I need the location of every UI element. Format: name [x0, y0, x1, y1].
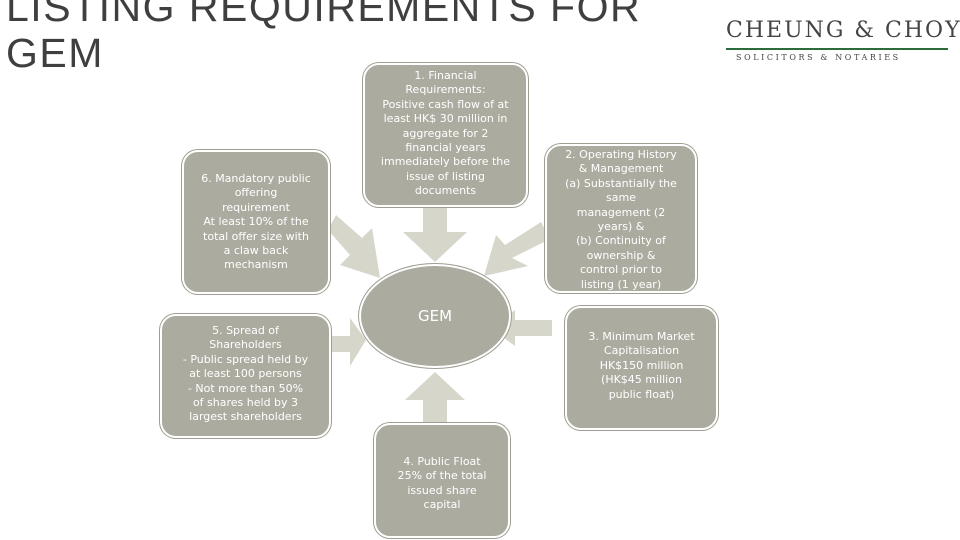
- box-line: (HK$45 million: [601, 373, 682, 387]
- cheung-choy-logo: CHEUNG & CHOY SOLICITORS & NOTARIES: [722, 18, 960, 68]
- box-line: least HK$ 30 million in: [383, 112, 508, 126]
- requirement-box-financial: 1. Financial Requirements: Positive cash…: [363, 63, 528, 207]
- box-line: largest shareholders: [189, 410, 302, 424]
- box-line: 2. Operating History: [565, 148, 677, 161]
- box-line: capital: [423, 498, 461, 512]
- box-line: (a) Substantially the: [565, 176, 677, 190]
- box-line: ownership &: [586, 248, 656, 262]
- box-line: offering: [234, 186, 278, 200]
- box-line: control prior to: [580, 263, 662, 277]
- box-line: Requirements:: [405, 83, 486, 97]
- requirement-box-public-float: 4. Public Float 25% of the total issued …: [374, 423, 510, 538]
- slide-title-line-2: GEM: [6, 30, 104, 76]
- box-line: 4. Public Float: [403, 455, 481, 468]
- box-line: mechanism: [224, 258, 288, 272]
- logo-name: CHEUNG & CHOY: [726, 18, 960, 43]
- box-line: management (2: [576, 205, 666, 219]
- box-line: 1. Financial: [414, 69, 477, 82]
- box-line: documents: [414, 184, 477, 198]
- box-line: - Not more than 50%: [187, 381, 304, 395]
- box-line: years) &: [597, 220, 645, 234]
- box-line: At least 10% of the: [203, 215, 309, 229]
- requirement-box-operating-history: 2. Operating History & Management (a) Su…: [545, 144, 697, 293]
- box-line: requirement: [222, 200, 290, 214]
- box-line: public float): [608, 387, 675, 401]
- box-line: listing (1 year): [580, 277, 662, 291]
- requirement-box-mandatory-offering: 6. Mandatory public offering requirement…: [182, 150, 330, 294]
- arrow-from-operating: [484, 222, 550, 276]
- box-line: 5. Spread of: [212, 324, 279, 337]
- box-line: of shares held by 3: [192, 396, 299, 410]
- hub-gem: GEM: [359, 264, 511, 368]
- box-line: issue of listing: [405, 169, 486, 183]
- box-line: total offer size with: [203, 229, 309, 243]
- box-line: 6. Mandatory public: [201, 172, 311, 185]
- box-line: financial years: [405, 141, 486, 155]
- box-line: 25% of the total: [397, 469, 487, 483]
- box-line: aggregate for 2: [402, 126, 489, 140]
- arrow-from-mandatory-offer: [328, 215, 380, 278]
- slide-title: LISTING REQUIREMENTS FOR GEM: [6, 0, 706, 76]
- box-line: Shareholders: [209, 338, 282, 352]
- box-line: - Public spread held by: [182, 352, 309, 366]
- requirement-box-spread-of-shareholders: 5. Spread of Shareholders - Public sprea…: [160, 314, 331, 438]
- box-line: 3. Minimum Market: [588, 330, 695, 343]
- box-line: Capitalisation: [603, 344, 680, 358]
- box-line: at least 100 persons: [189, 367, 302, 381]
- logo-subtitle: SOLICITORS & NOTARIES: [736, 53, 901, 62]
- slide-title-line-1: LISTING REQUIREMENTS FOR: [6, 0, 642, 30]
- logo-rule: [726, 48, 948, 50]
- requirement-box-market-cap: 3. Minimum Market Capitalisation HK$150 …: [565, 306, 718, 430]
- arrow-from-spread: [330, 318, 366, 366]
- box-line: a claw back: [223, 244, 289, 258]
- box-line: issued share: [407, 483, 477, 497]
- box-line: same: [606, 191, 636, 205]
- box-line: immediately before the: [380, 155, 511, 169]
- box-line: Positive cash flow of at: [382, 97, 509, 111]
- box-line: & Management: [578, 162, 664, 176]
- arrow-from-financial: [403, 205, 467, 262]
- box-line: HK$150 million: [599, 358, 684, 372]
- box-line: (b) Continuity of: [576, 234, 666, 248]
- arrow-from-public-float: [405, 372, 465, 425]
